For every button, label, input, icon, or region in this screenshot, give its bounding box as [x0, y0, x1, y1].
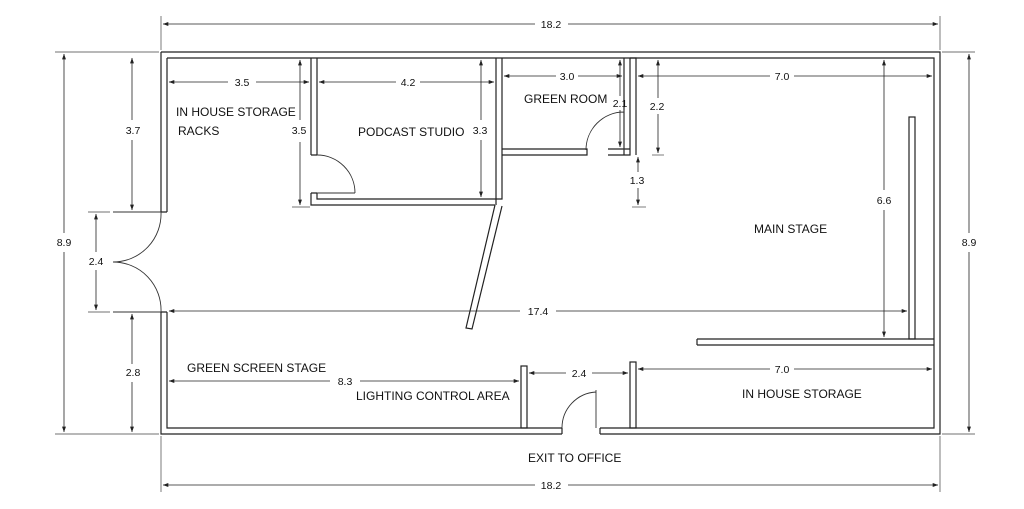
- dim-overall-top: 18.2: [541, 19, 562, 31]
- dim-green-room-width: 3.0: [560, 71, 575, 83]
- dim-main-stage-upper: 2.2: [650, 101, 665, 113]
- dim-interior-length: 17.4: [528, 306, 549, 318]
- label-exit-to-office[interactable]: EXIT TO OFFICE: [528, 451, 621, 465]
- outer-wall-top: [160, 51, 941, 435]
- podcast-door[interactable]: [316, 154, 356, 194]
- dimensions: 18.2 18.2 8.9 8.9 3.7 2.4 2.8 3.5: [55, 16, 976, 492]
- wall-storage-podcast: [310, 58, 318, 156]
- room-labels: IN HOUSE STORAGE RACKS PODCAST STUDIO GR…: [176, 92, 862, 465]
- label-main-stage: MAIN STAGE: [754, 222, 827, 236]
- entrance-jamb-top: [161, 211, 167, 313]
- outer-wall-inner-top: [166, 57, 935, 429]
- label-in-house-storage: IN HOUSE STORAGE: [742, 387, 862, 401]
- wall-podcast-bottom: [310, 58, 503, 206]
- wall-lighting-right: [629, 361, 637, 429]
- dim-overall-right: 8.9: [962, 237, 977, 249]
- wall-mainstage-left: [630, 57, 637, 155]
- dim-lower-left: 2.8: [126, 367, 141, 379]
- dim-overall-left: 8.9: [57, 237, 72, 249]
- dim-green-room-height: 2.1: [613, 98, 628, 110]
- label-podcast-studio: PODCAST STUDIO: [358, 125, 464, 139]
- dim-lower-storage-width: 7.0: [775, 364, 790, 376]
- dim-overall-bottom: 18.2: [541, 480, 562, 492]
- label-green-room: GREEN ROOM: [524, 92, 607, 106]
- wall-mainstage-bottom: [696, 338, 934, 346]
- label-green-screen-stage: GREEN SCREEN STAGE: [187, 361, 326, 375]
- dim-storage-upper-left: 3.7: [126, 125, 141, 137]
- exit-door[interactable]: [561, 390, 597, 429]
- exit-jambs: [561, 428, 601, 434]
- green-room-door[interactable]: [585, 110, 625, 151]
- wall-lighting-left: [520, 365, 528, 429]
- dim-main-stage-height: 6.6: [877, 195, 892, 207]
- dim-storage-racks-width: 3.5: [235, 77, 250, 89]
- wall-greenroom-right: [608, 58, 631, 156]
- wall-mainstage-inner: [908, 116, 916, 340]
- wall-diagonal: [465, 204, 503, 330]
- label-storage-racks-line1: IN HOUSE STORAGE: [176, 105, 296, 119]
- dim-entrance: 2.4: [89, 256, 104, 268]
- dim-main-stage-width: 7.0: [775, 71, 790, 83]
- walls: [160, 51, 941, 436]
- dim-lighting-width: 2.4: [572, 368, 587, 380]
- label-lighting-control-area: LIGHTING CONTROL AREA: [356, 389, 510, 403]
- entrance-door-left-leaf[interactable]: [112, 211, 162, 263]
- dim-green-room-gap: 1.3: [630, 175, 645, 187]
- dim-storage-racks-height: 3.5: [292, 125, 307, 137]
- dim-green-screen-width: 8.3: [338, 376, 353, 388]
- label-storage-racks-line2: RACKS: [178, 124, 219, 138]
- entrance-door-right-leaf[interactable]: [112, 261, 162, 313]
- doors[interactable]: [112, 110, 625, 429]
- exit-opening: [562, 426, 600, 436]
- dim-podcast-height: 3.3: [473, 125, 488, 137]
- wall-greenroom-bottom: [502, 148, 588, 156]
- dim-podcast-width: 4.2: [401, 77, 416, 89]
